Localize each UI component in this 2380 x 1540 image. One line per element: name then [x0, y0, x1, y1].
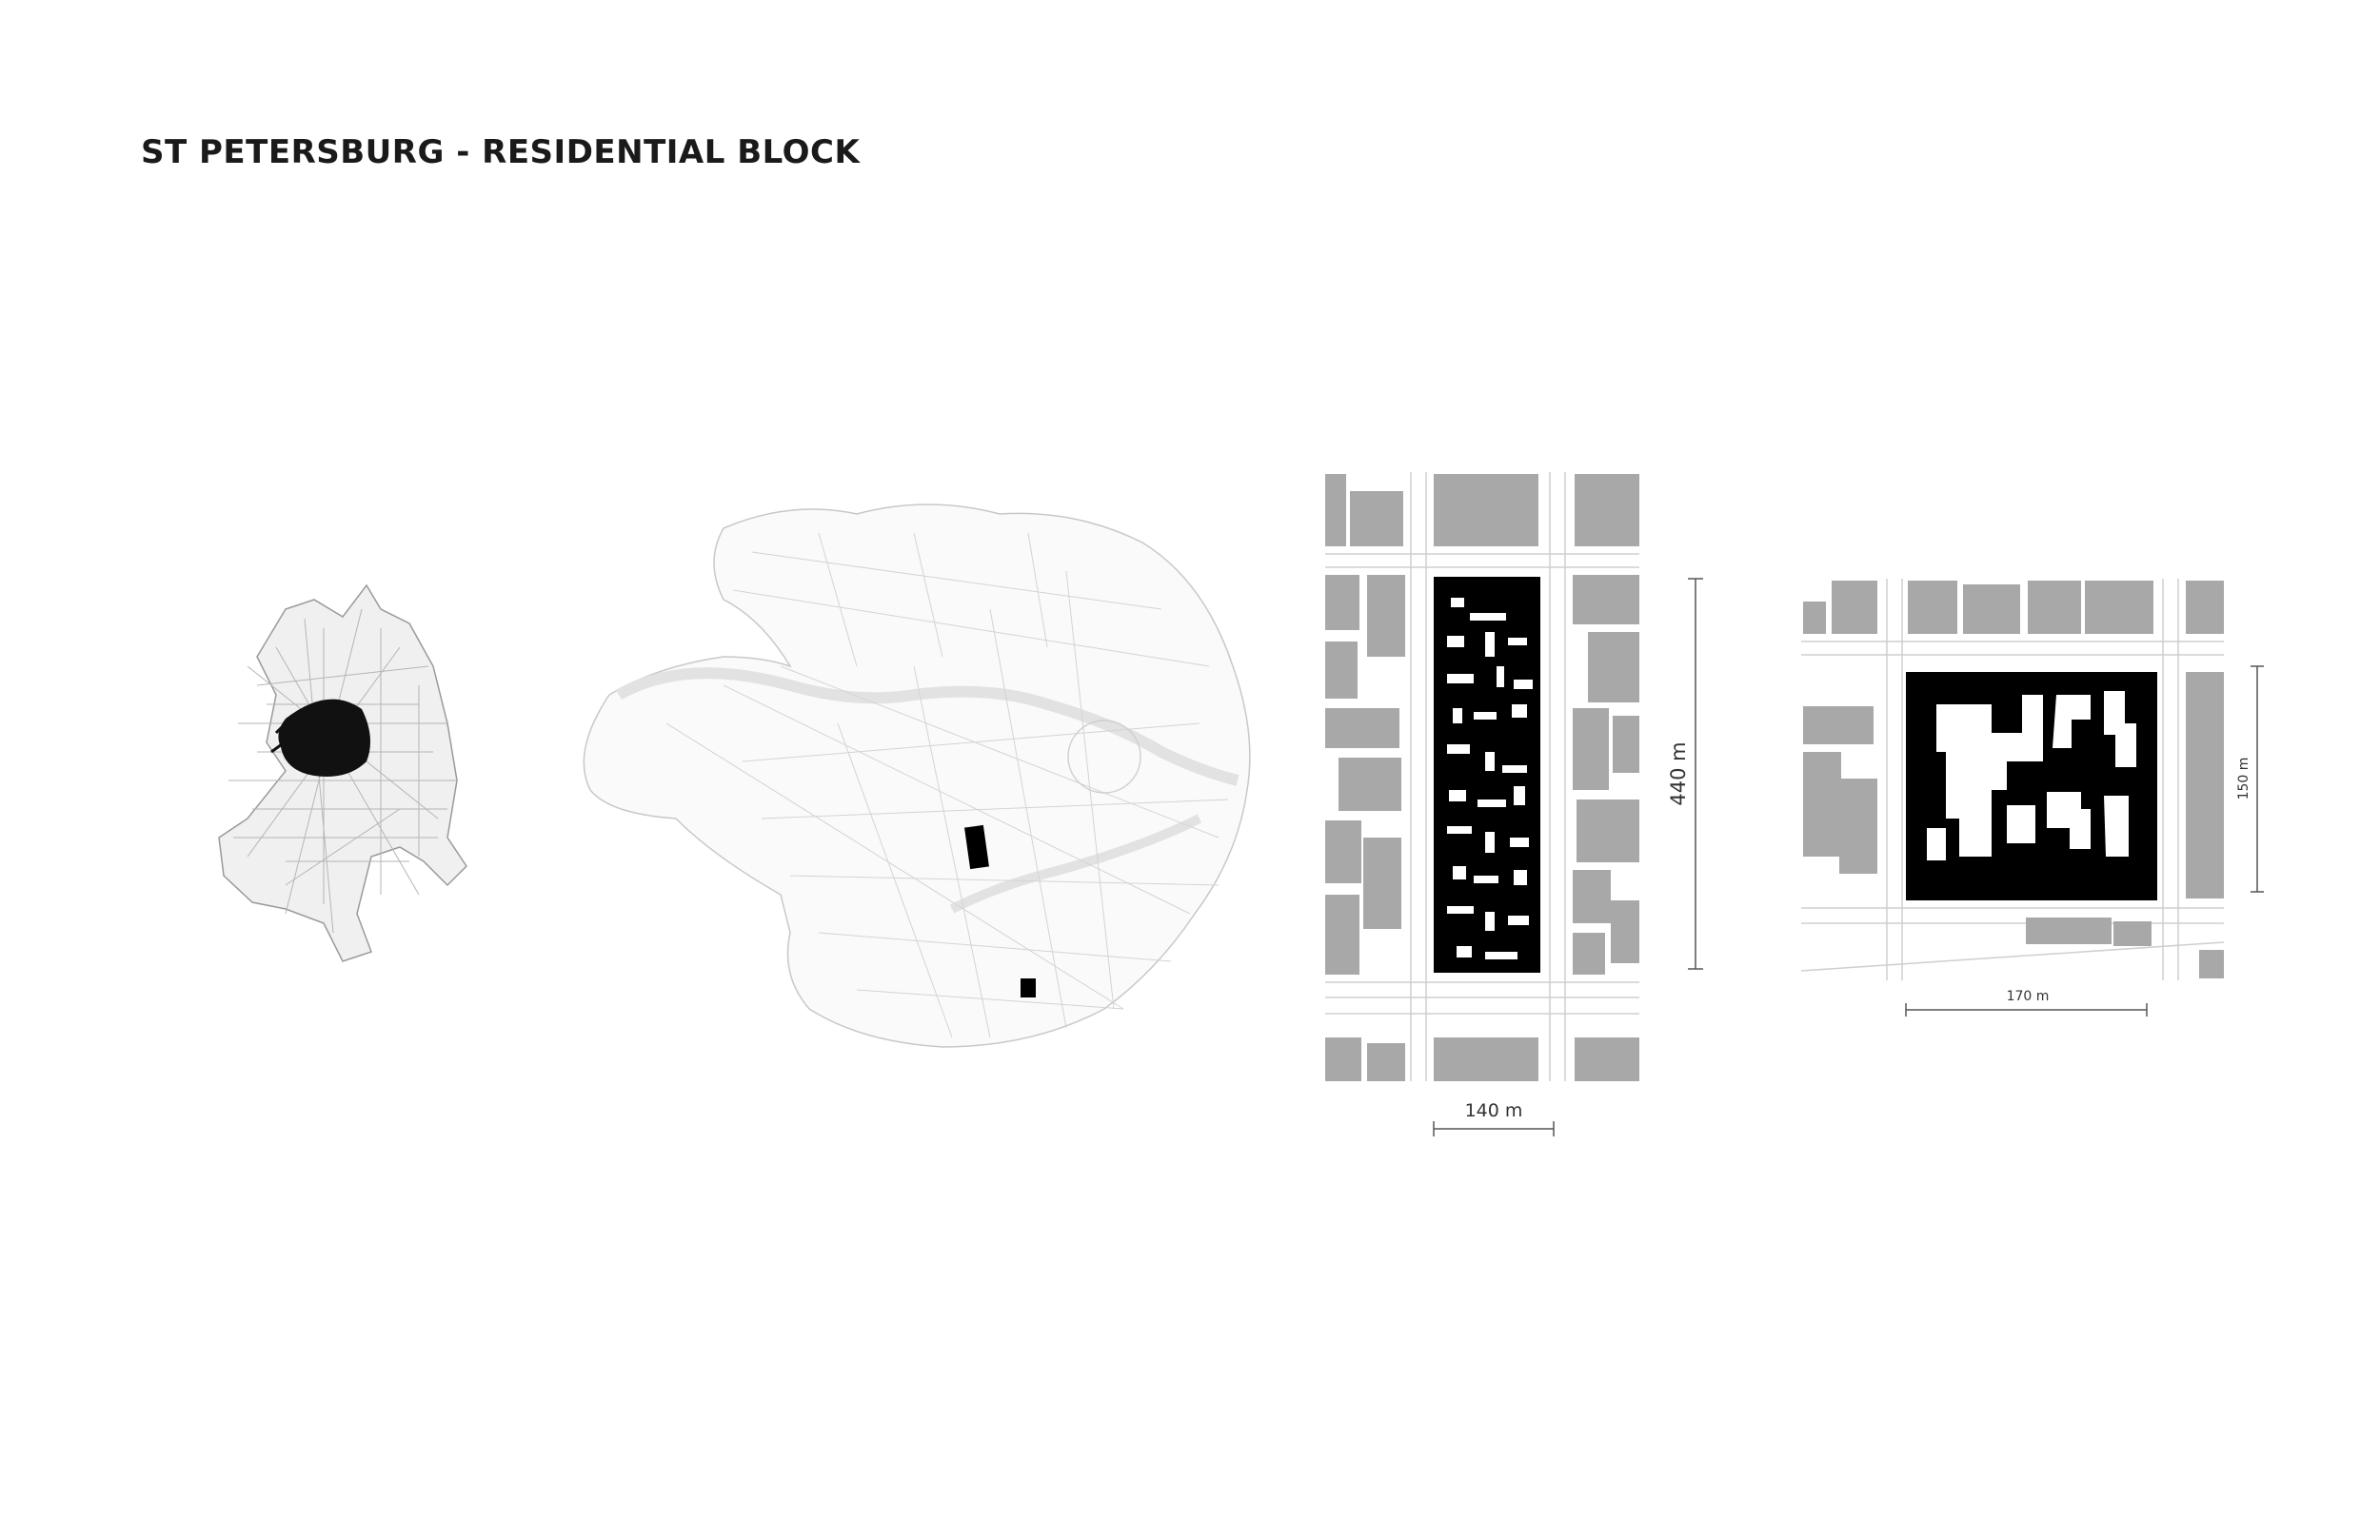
highlighted-block-long	[964, 824, 989, 870]
width-label: 170 m	[2007, 989, 2050, 1004]
height-label: 150 m	[2236, 758, 2251, 800]
city-center-map	[583, 503, 1251, 1048]
city-overview-map	[218, 583, 467, 962]
block-long-highlight	[1434, 577, 1540, 973]
block-square-highlight	[1906, 672, 2157, 900]
city-center-highlight	[278, 699, 370, 777]
block-long-context-buildings	[1325, 474, 1639, 1081]
block-square-courtyards	[1927, 691, 2136, 860]
block-square-dimension-lines	[1905, 665, 2264, 1017]
block-long-streets	[1325, 472, 1639, 1081]
block-long-dimension-lines	[1433, 578, 1703, 1136]
block-square-context-buildings	[1803, 581, 2224, 978]
highlighted-block-square	[1021, 978, 1036, 997]
river	[616, 667, 1240, 786]
width-label: 140 m	[1465, 1100, 1523, 1121]
height-label: 440 m	[1667, 741, 1690, 805]
page-title: ST PETERSBURG - RESIDENTIAL BLOCK	[141, 133, 861, 171]
block-square-streets	[1800, 579, 2225, 980]
block-long-plan: 140 m 440 m	[1325, 472, 1703, 1136]
block-long-courtyards	[1447, 596, 1533, 959]
center-boundary	[583, 503, 1251, 1048]
center-street-network	[665, 532, 1229, 1038]
block-square-plan: 170 m 150 m	[1800, 579, 2264, 1017]
